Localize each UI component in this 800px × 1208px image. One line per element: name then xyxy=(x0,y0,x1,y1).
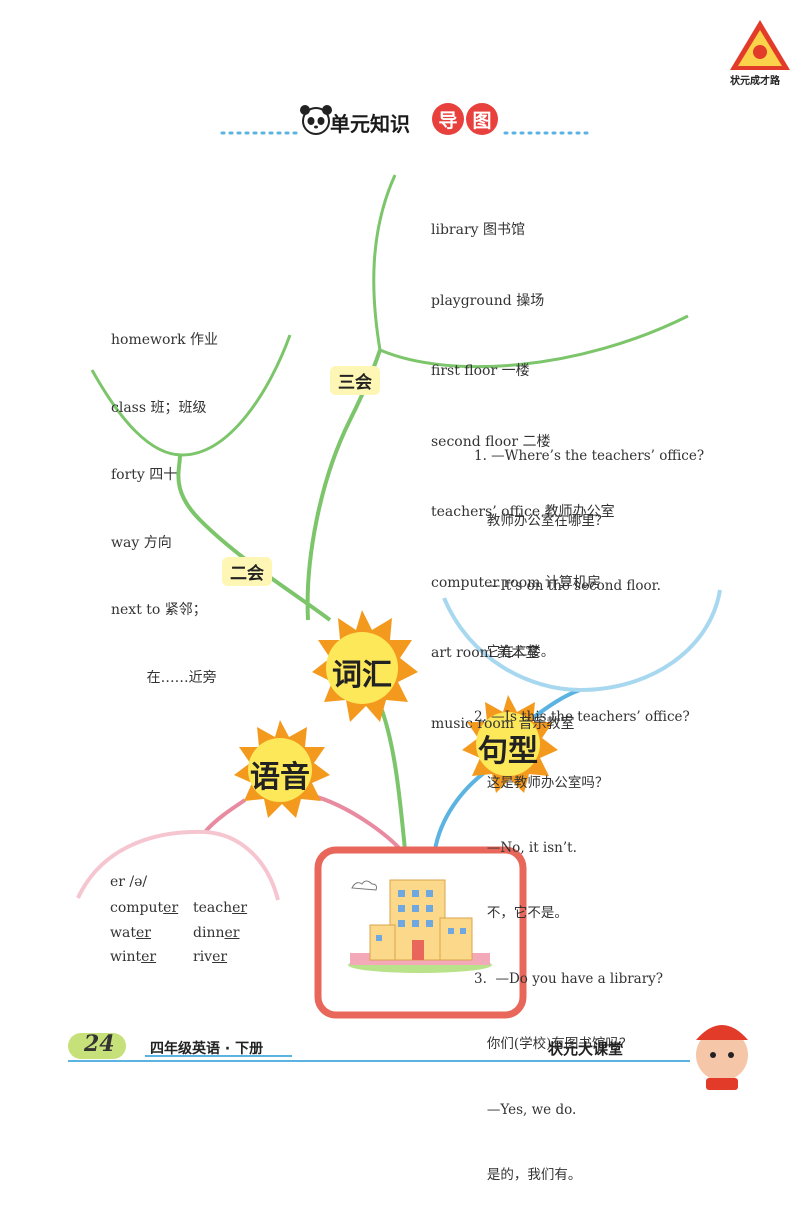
sentence-line: 这是教师办公室吗？ xyxy=(474,774,609,791)
branch-yuyin xyxy=(203,798,247,834)
phonics-word: water xyxy=(110,925,151,941)
list-item: homework 作业 xyxy=(111,332,219,348)
footer-page-pill xyxy=(68,1033,126,1059)
mascot-icon xyxy=(696,1025,748,1090)
bowl-yuyin xyxy=(76,829,280,901)
sentence-line: 2. —Is this the teachers’ office? xyxy=(474,709,690,726)
stem-cihui xyxy=(376,699,407,851)
cihui-label: 词汇 xyxy=(332,658,392,693)
sentence-line: 1. —Where’s the teachers’ office? xyxy=(474,447,705,464)
list-item: next to 紧邻； xyxy=(111,602,207,618)
erhui-label: 二会 xyxy=(222,557,272,586)
sanhui-vocab-list: library 图书馆 playground 操场 first floor 一楼… xyxy=(431,172,615,760)
phonics-word: winter xyxy=(110,949,157,965)
page-number: 24 xyxy=(84,1031,115,1057)
sanhui-label: 三会 xyxy=(330,366,380,395)
list-item: computer room 计算机房 xyxy=(431,574,601,591)
sentence-line: 是的，我们有。 xyxy=(474,1166,582,1183)
phonics-word: teacher xyxy=(193,900,248,916)
juxing-label: 句型 xyxy=(478,734,538,769)
list-item: teachers’ office 教师办公室 xyxy=(431,504,615,520)
brand-name: 状元大课堂 xyxy=(548,1040,624,1058)
list-item: music room 音乐教室 xyxy=(431,715,575,732)
list-item: 在……近旁 xyxy=(111,669,217,686)
bowl-juxing xyxy=(442,589,722,693)
sentence-line: —Yes, we do. xyxy=(474,1101,577,1118)
stem-yuyin xyxy=(309,793,407,857)
bowl-erhui xyxy=(90,334,292,457)
header-badge-2: 图 xyxy=(466,103,498,135)
sun-cihui xyxy=(312,610,418,722)
logo-text: 状元成才路 xyxy=(730,76,780,87)
list-item: playground 操场 xyxy=(431,292,545,309)
list-item: class 班；班级 xyxy=(111,399,207,416)
phonics-word: computer xyxy=(110,900,179,916)
sentence-line: 你们(学校)有图书馆吗？ xyxy=(474,1036,633,1053)
panda-icon xyxy=(300,105,332,135)
yuyin-label: 语音 xyxy=(250,760,310,795)
sun-yuyin xyxy=(234,720,330,818)
list-item: second floor 二楼 xyxy=(431,433,551,450)
sentence-line: 不，它不是。 xyxy=(474,905,568,922)
sentence-line: 3. —Do you have a library? xyxy=(474,970,664,987)
sentence-line: —It’s on the second floor. xyxy=(474,578,661,595)
list-item: art room 美术室 xyxy=(431,645,540,661)
stem-juxing xyxy=(433,768,490,851)
list-item: way 方向 xyxy=(111,534,172,551)
list-item: library 图书馆 xyxy=(431,222,526,238)
list-item: first floor 一楼 xyxy=(431,363,530,379)
bowl-sanhui-right xyxy=(379,314,689,369)
phonics-sound: er /ə/ xyxy=(110,874,148,890)
sentence-line: 它在二楼。 xyxy=(474,643,555,660)
sentence-line: —No, it isn’t. xyxy=(474,839,577,856)
phonics-word: dinner xyxy=(193,925,240,941)
erhui-vocab-list: homework 作业 class 班；班级 forty 四十 way 方向 n… xyxy=(111,284,218,712)
mind-map-graphics xyxy=(68,20,790,1090)
list-item: forty 四十 xyxy=(111,467,178,483)
branch-erhui xyxy=(176,454,332,622)
book-title: 四年级英语 · 下册 xyxy=(150,1041,264,1057)
sentence-line: 教师办公室在哪里？ xyxy=(474,512,609,529)
header-badge-1: 导 xyxy=(432,103,464,135)
bowl-sanhui-left xyxy=(372,174,397,351)
phonics-word: river xyxy=(193,949,228,965)
sun-juxing xyxy=(462,695,558,793)
logo-emblem xyxy=(730,20,790,70)
school-building-icon xyxy=(348,879,492,973)
juxing-sentence-list: 1. —Where’s the teachers’ office? 教师办公室在… xyxy=(474,402,704,1208)
page-title: 单元知识 xyxy=(330,112,410,136)
